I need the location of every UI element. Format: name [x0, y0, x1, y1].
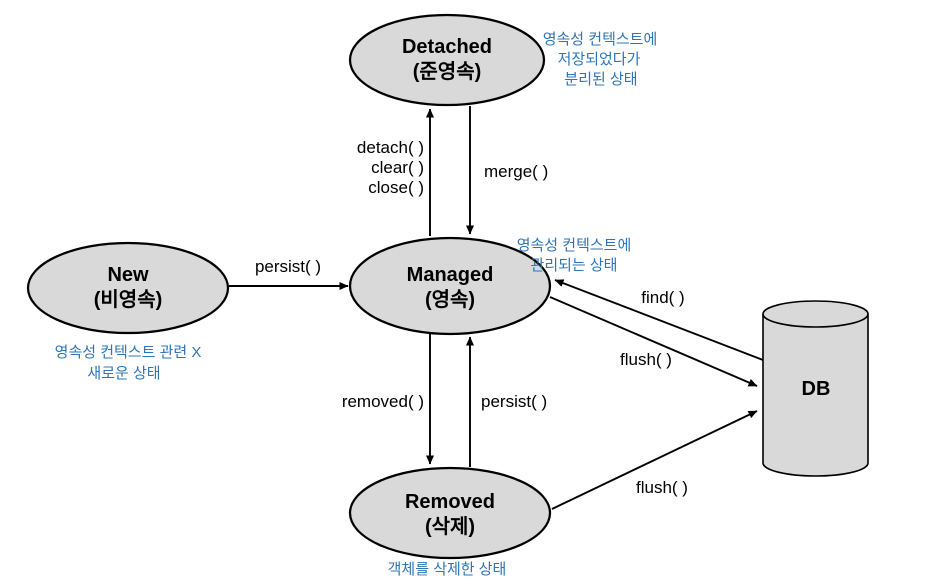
node-new: New (비영속)	[26, 241, 230, 335]
flush-managed-arrow	[549, 296, 758, 387]
node-managed: Managed (영속)	[348, 236, 552, 336]
merge-label: merge( )	[484, 162, 548, 181]
note-managed: 영속성 컨텍스트에 관리되는 상태	[517, 237, 632, 274]
note-detached-line3: 분리된 상태	[564, 71, 637, 88]
edge-persist-new: persist( )	[229, 257, 349, 290]
db-cylinder-body	[762, 314, 869, 477]
edge-flush-managed: flush( )	[549, 296, 758, 387]
detach-label: detach( )	[357, 138, 424, 157]
db-label: DB	[802, 378, 831, 400]
note-removed-line1: 객체를 삭제한 상태	[388, 561, 507, 578]
edge-find: find( )	[554, 279, 764, 361]
removed-subtitle: (삭제)	[425, 515, 475, 538]
managed-ellipse	[348, 236, 552, 336]
note-new: 영속성 컨텍스트 관련 X 새로운 상태	[55, 344, 202, 382]
close-label: close( )	[368, 178, 424, 197]
note-new-line2: 새로운 상태	[87, 365, 160, 382]
new-subtitle: (비영속)	[94, 288, 163, 311]
node-removed: Removed (삭제)	[348, 466, 552, 560]
note-detached-line2: 저장되었다가	[558, 51, 641, 68]
node-detached: Detached (준영속)	[348, 13, 546, 107]
persist-new-label: persist( )	[255, 257, 321, 276]
note-new-line1: 영속성 컨텍스트 관련 X	[55, 344, 202, 361]
detached-title: Detached	[402, 36, 492, 58]
note-detached: 영속성 컨텍스트에 저장되었다가 분리된 상태	[543, 31, 658, 88]
edge-persist-removed: persist( )	[466, 336, 547, 467]
persist-removed-label: persist( )	[481, 392, 547, 411]
find-label: find( )	[641, 288, 684, 307]
new-ellipse	[26, 241, 230, 335]
clear-label: clear( )	[371, 158, 424, 177]
detached-ellipse	[348, 13, 546, 107]
flush-removed-label: flush( )	[636, 478, 688, 497]
new-title: New	[107, 264, 149, 286]
removed-title: Removed	[405, 491, 495, 513]
edge-flush-removed: flush( )	[551, 410, 758, 510]
edge-removed: removed( )	[342, 334, 434, 465]
edge-merge: merge( )	[466, 106, 548, 235]
removed-label: removed( )	[342, 392, 424, 411]
managed-title: Managed	[407, 264, 494, 286]
find-arrow	[554, 279, 764, 361]
note-managed-line2: 관리되는 상태	[531, 257, 618, 274]
flush-removed-arrow	[551, 410, 758, 510]
note-managed-line1: 영속성 컨텍스트에	[517, 237, 632, 254]
note-detached-line1: 영속성 컨텍스트에	[543, 31, 658, 48]
removed-ellipse	[348, 466, 552, 560]
db-cylinder-top	[762, 300, 869, 328]
detached-subtitle: (준영속)	[413, 60, 482, 83]
managed-subtitle: (영속)	[425, 288, 475, 311]
edge-detach-clear-close: detach( ) clear( ) close( )	[357, 108, 434, 236]
note-removed: 객체를 삭제한 상태	[388, 561, 507, 578]
flush-managed-label: flush( )	[620, 350, 672, 369]
node-db: DB	[762, 300, 869, 477]
